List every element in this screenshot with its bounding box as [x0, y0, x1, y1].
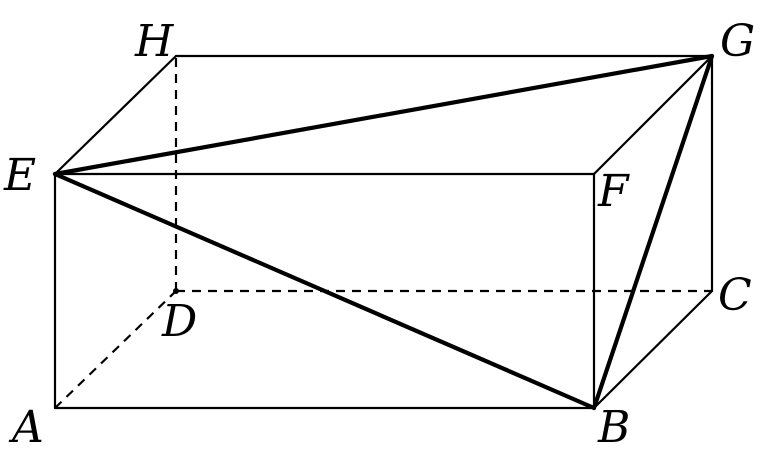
segment-BG	[591, 53, 715, 411]
segment-EG	[52, 53, 715, 177]
segment-EB	[52, 171, 597, 411]
hidden-edge-AD	[54, 290, 177, 409]
edge-BC	[592, 289, 714, 410]
edge-FG	[592, 54, 714, 176]
label-B: B	[597, 402, 630, 450]
label-C: C	[718, 270, 752, 321]
label-E: E	[3, 150, 36, 201]
vertex-D-dot	[173, 288, 179, 294]
label-F: F	[597, 166, 630, 217]
label-H: H	[134, 16, 175, 67]
edge-HE	[53, 54, 178, 176]
label-A: A	[8, 402, 44, 450]
label-D: D	[161, 296, 197, 347]
label-G: G	[720, 16, 755, 67]
